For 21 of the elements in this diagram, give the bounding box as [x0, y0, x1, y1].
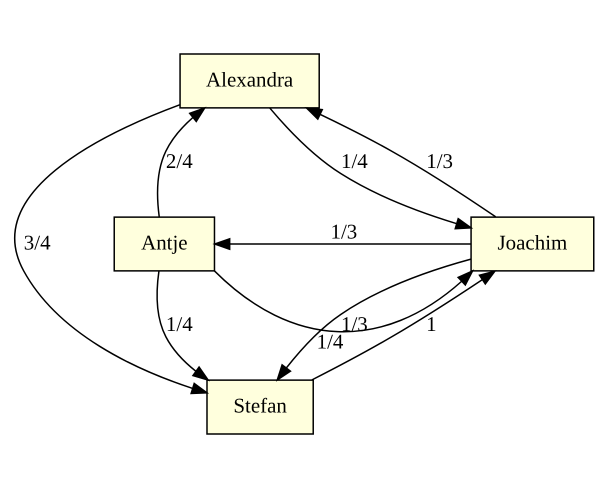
arrow — [269, 107, 474, 230]
edge-label: 1 — [426, 312, 437, 336]
arrow — [312, 270, 497, 381]
edge-label: 1/3 — [426, 148, 454, 173]
edge-label: 1/3 — [330, 219, 358, 244]
edge-label: 3/4 — [24, 230, 51, 255]
arrow — [156, 270, 210, 382]
edge-label: 1/4 — [316, 330, 344, 354]
arrow — [304, 106, 496, 218]
node-box: Joachim — [470, 216, 594, 272]
edge-label: 2/4 — [166, 148, 193, 173]
edge-label: 1/4 — [166, 312, 193, 336]
arrow — [14, 104, 210, 394]
edge-label: 1/4 — [340, 148, 368, 173]
arrow — [276, 258, 472, 382]
node-box: Antje — [113, 216, 216, 272]
arrow — [214, 269, 474, 332]
node-box: Alexandra — [179, 53, 320, 109]
arrow — [212, 238, 471, 250]
node-box: Stefan — [206, 379, 314, 435]
arrow — [156, 106, 206, 217]
